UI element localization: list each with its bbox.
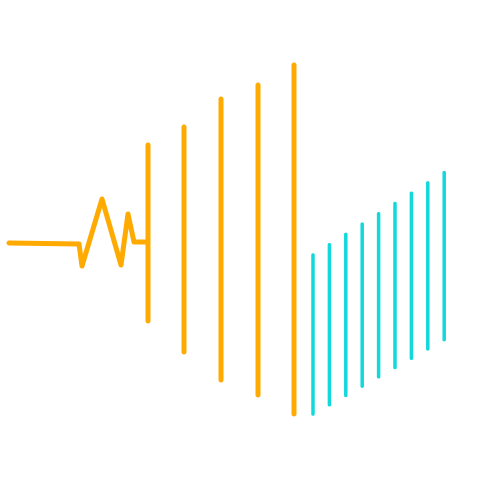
orange-wave-bars	[145, 62, 297, 417]
heartbeat-pulse-icon	[6, 196, 151, 269]
cyan-wave-bars	[311, 170, 446, 416]
